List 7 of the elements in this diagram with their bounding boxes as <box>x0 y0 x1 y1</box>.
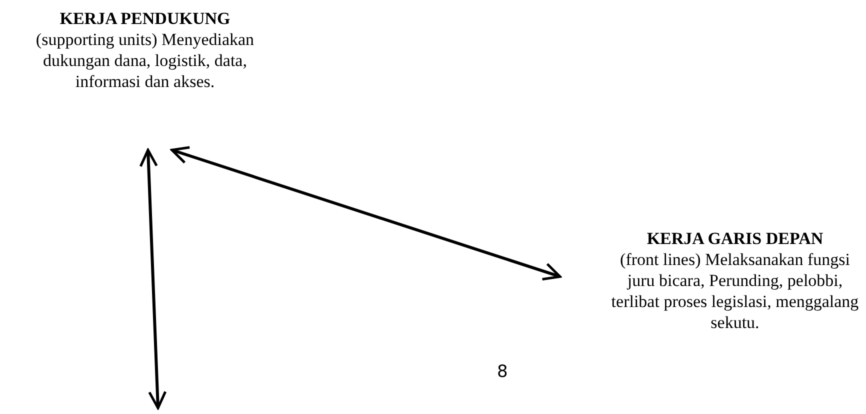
page-number: 8 <box>497 362 508 382</box>
double-headed-arrow <box>139 148 167 410</box>
heading-text: KERJA PENDUKUNG <box>58 8 232 29</box>
double-headed-arrow <box>170 146 562 280</box>
description-text: (supporting units) Menyediakan dukungan dana, logistik, data, informasi dan akses. <box>34 29 256 92</box>
heading-text: KERJA GARIS DEPAN <box>646 228 824 249</box>
description-text: (front lines) Melaksanakan fungsi juru bicara, Perunding, pelobbi, terlibat proses legislasi, menggalang sekutu. <box>610 249 860 333</box>
